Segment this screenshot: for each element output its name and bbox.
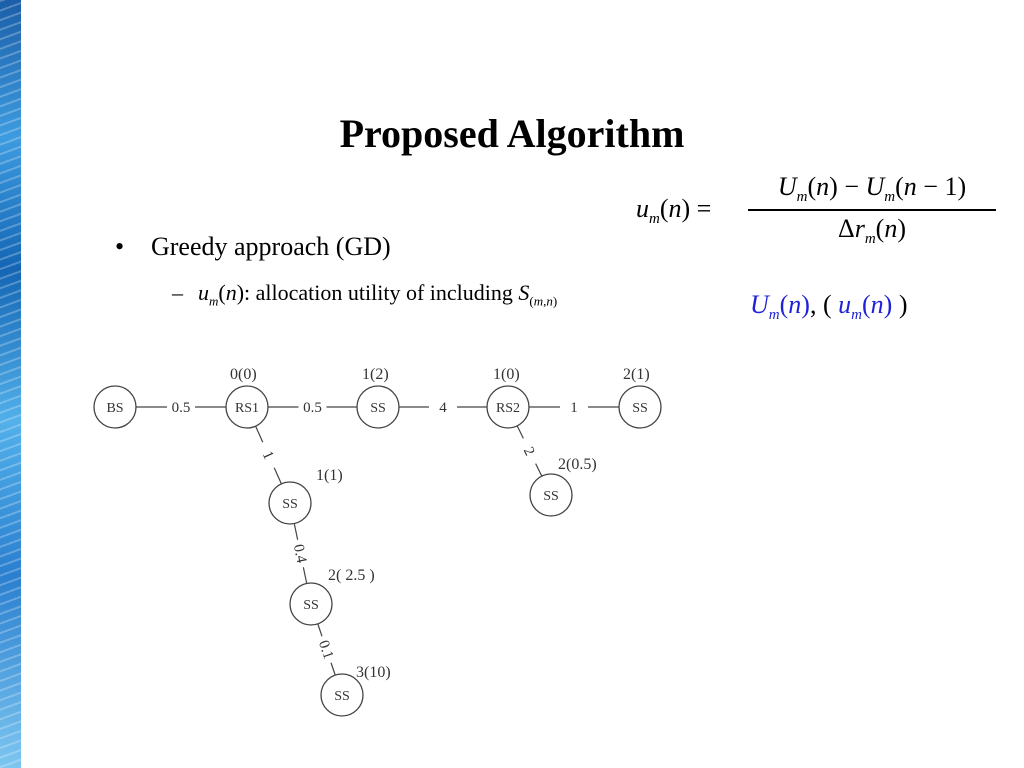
- marginal-utility-symbol: um(n): [838, 290, 893, 324]
- edge-weight-label: 0.4: [290, 543, 310, 565]
- set-symbol: S: [518, 280, 530, 305]
- node-circle: [225, 385, 269, 429]
- node-label: SS: [632, 401, 648, 416]
- node-utility-label: 2(1): [623, 366, 650, 383]
- bullet-dot: •: [115, 232, 125, 261]
- edge-weight-label: 1: [570, 400, 578, 416]
- node-label: SS: [303, 598, 319, 613]
- slide-title: Proposed Algorithm: [339, 111, 685, 156]
- node-utility-label: 3(10): [356, 664, 391, 681]
- edge-line: [330, 662, 336, 676]
- fraction-bar: [748, 209, 996, 211]
- total-utility-symbol: Um(n): [750, 290, 810, 324]
- edge-line: [273, 467, 282, 485]
- node-label: SS: [370, 401, 386, 416]
- node-circle: [486, 385, 530, 429]
- bullet-item: • Greedy approach (GD): [115, 232, 391, 262]
- relay-tree-diagram: 0.5 0.5 4 1 2 1 0.4 0.1 BS RS1 0(0) SS 1(2) RS2 1(0) SS…: [93, 366, 662, 717]
- node-circle: [268, 481, 312, 525]
- edge-line: [516, 425, 524, 439]
- node-utility-label: 0(0): [230, 366, 257, 383]
- edge-line: [255, 425, 264, 443]
- node-utility-label: 1(2): [362, 366, 389, 383]
- utility-arg: (n): [218, 280, 245, 305]
- edge-weight-label: 0.5: [172, 400, 191, 416]
- formula-fraction: Um(n) − Um(n − 1) Δrm(n): [748, 172, 996, 248]
- edge-weight-label: 4: [439, 400, 447, 416]
- node-label: SS: [282, 497, 298, 512]
- formula-lhs: um(n) =: [636, 194, 712, 228]
- utility-formula: um(n) = Um(n) − Um(n − 1) Δrm(n): [628, 172, 1008, 262]
- set-subscript: (m,n): [529, 293, 558, 309]
- edge-weight-label: 0.5: [303, 400, 322, 416]
- edge-weight-label: 2: [520, 445, 538, 459]
- node-utility-label: 1(1): [316, 467, 343, 484]
- node-label: SS: [543, 489, 559, 504]
- edge-line: [317, 623, 323, 637]
- node-circle: [289, 582, 333, 626]
- node-utility-label: 1(0): [493, 366, 520, 383]
- sub-bullet-dash: –: [172, 280, 183, 305]
- utility-symbol: um: [198, 280, 219, 309]
- edge-weight-label: 0.1: [315, 638, 336, 661]
- formula-denominator: Δrm(n): [837, 213, 907, 247]
- node-label: RS2: [496, 401, 520, 416]
- edge-weight-label: 1: [259, 449, 277, 462]
- node-label: BS: [106, 401, 123, 416]
- bullet-text: Greedy approach (GD): [151, 232, 391, 261]
- node-circle: [93, 385, 137, 429]
- node-utility-label: 2( 2.5 ): [328, 567, 375, 584]
- sub-bullet-text: : allocation utility of including: [244, 280, 519, 305]
- edge-line: [535, 463, 543, 477]
- edge-line: [302, 567, 308, 584]
- decorative-side-stripe: [0, 0, 21, 768]
- edge-line: [293, 523, 299, 540]
- formula-numerator: Um(n) − Um(n − 1): [777, 172, 967, 206]
- node-utility-label: 2(0.5): [558, 456, 597, 473]
- node-circle: [529, 473, 573, 517]
- sub-bullet-item: –um(n): allocation utility of including …: [172, 280, 557, 309]
- utility-note: Um(n), ( um(n) ): [750, 290, 908, 324]
- node-circle: [320, 673, 364, 717]
- node-label: SS: [334, 689, 350, 704]
- node-circle: [618, 385, 662, 429]
- node-label: RS1: [235, 401, 259, 416]
- node-circle: [356, 385, 400, 429]
